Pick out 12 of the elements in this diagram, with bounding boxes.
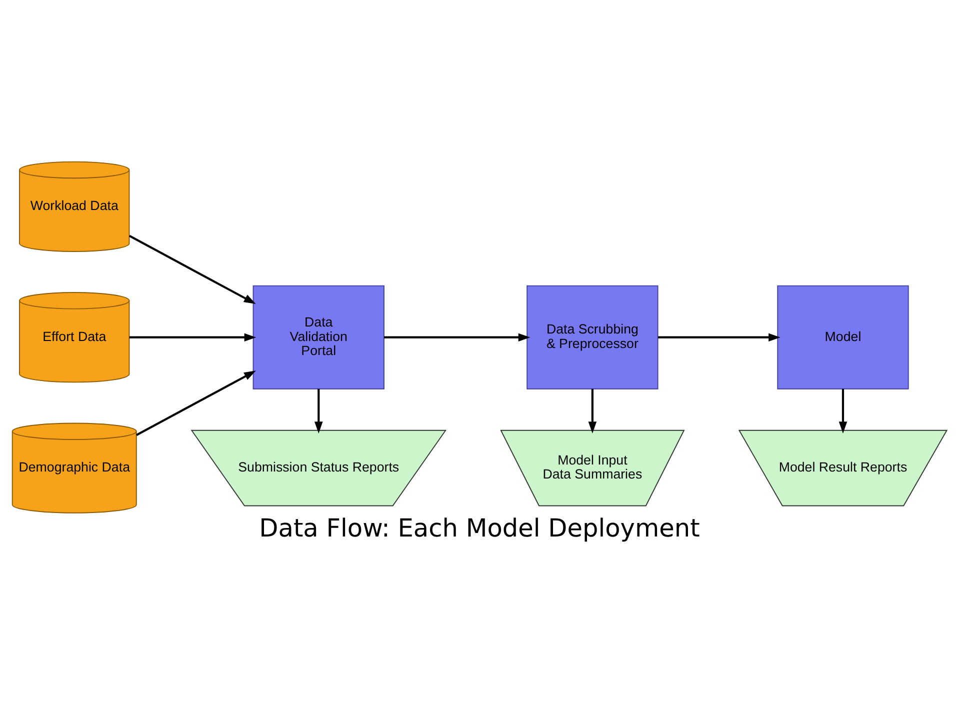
node-box: Model bbox=[777, 285, 909, 390]
arrow bbox=[314, 388, 323, 434]
node-box: Data Scrubbing & Preprocessor bbox=[526, 285, 658, 390]
arrow bbox=[838, 388, 848, 434]
arrow bbox=[128, 234, 256, 304]
arrow bbox=[658, 333, 780, 342]
arrow bbox=[129, 333, 256, 342]
arrow bbox=[588, 388, 597, 434]
caption: Data Flow: Each Model Deployment bbox=[259, 514, 700, 543]
arrow bbox=[384, 333, 530, 342]
arrow bbox=[136, 370, 256, 436]
node-box: Data Validation Portal bbox=[252, 285, 384, 390]
